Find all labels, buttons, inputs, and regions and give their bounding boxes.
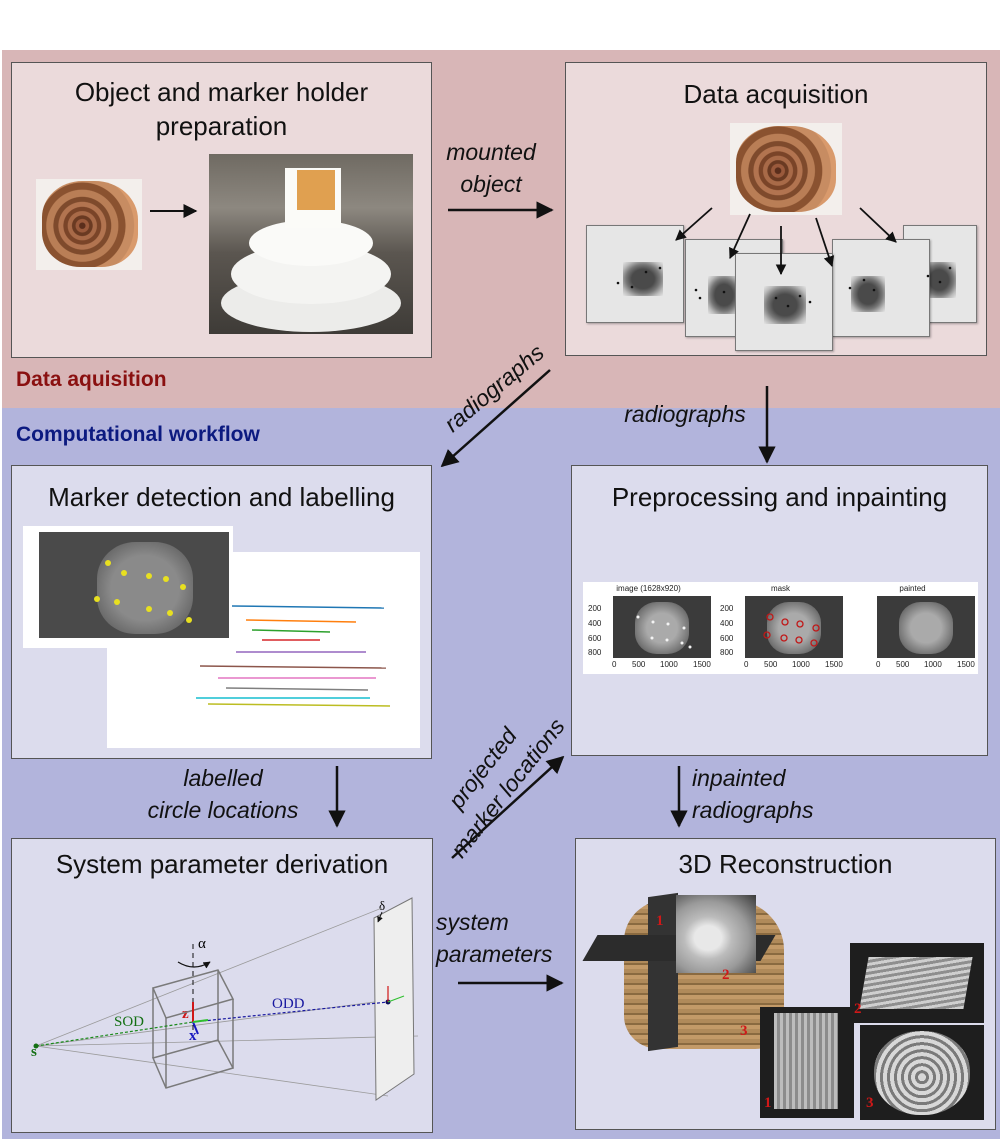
acq-title: Data acquisition — [683, 79, 869, 109]
radiograph-4 — [832, 239, 930, 337]
arrow-radiographs-diagonal — [440, 369, 551, 468]
mask-plot-title: mask — [770, 584, 791, 593]
recon-title: 3D Reconstruction — [678, 849, 893, 879]
mounted-object-label: mounted object — [446, 139, 536, 197]
radiograph-1 — [586, 225, 684, 323]
acq-arrow-4 — [815, 217, 835, 268]
tick-x-1500-a: 1500 — [693, 660, 711, 669]
x-label: x — [189, 1028, 197, 1044]
tick-y-600-a: 600 — [588, 634, 602, 643]
tick-x-0-c: 0 — [876, 660, 881, 669]
acq-arrow-2 — [729, 213, 751, 259]
detection-yellow-dots — [94, 560, 192, 623]
recon-number-3a: 3 — [740, 1023, 748, 1039]
tick-x-1500-c: 1500 — [957, 660, 975, 669]
prep-panel: Object and marker holder preparation — [11, 62, 432, 358]
image-plot: image (1628x920) — [583, 582, 714, 674]
recon-slice-2 — [850, 943, 984, 1023]
tick-y-400-b: 400 — [720, 619, 734, 628]
marker-panel: Marker detection and labelling — [11, 465, 432, 759]
radiograph-marker-dots — [616, 266, 952, 308]
recon-number-1b: 1 — [764, 1095, 772, 1111]
wood-photo — [36, 179, 142, 270]
image-plot-title: image (1628x920) — [616, 584, 681, 593]
computational-workflow-label: Computational workflow — [16, 423, 260, 446]
tick-x-1000-a: 1000 — [660, 660, 678, 669]
recon-panel: 3D Reconstruction 1 2 3 1 2 3 — [575, 838, 996, 1130]
wood-photo-acq — [730, 123, 842, 215]
geometry-diagram — [33, 897, 419, 1101]
acq-arrow-1 — [675, 207, 713, 241]
sysparam-panel: System parameter derivation — [11, 838, 433, 1133]
painted-plot: painted — [847, 582, 978, 674]
holder-photo — [209, 154, 413, 334]
tick-x-1000-b: 1000 — [792, 660, 810, 669]
tick-x-0-a: 0 — [612, 660, 617, 669]
tick-x-500-b: 500 — [764, 660, 778, 669]
recon-number-2a: 2 — [722, 967, 730, 983]
tick-y-400-a: 400 — [588, 619, 602, 628]
s-label: s — [31, 1044, 37, 1060]
tick-y-200-a: 200 — [588, 604, 602, 613]
odd-label: ODD — [272, 996, 305, 1012]
tick-x-500-c: 500 — [896, 660, 910, 669]
alpha-label: α — [198, 936, 206, 952]
tick-x-1000-c: 1000 — [924, 660, 942, 669]
inpainting-strip: image (1628x920) mask painted — [583, 582, 978, 674]
tick-x-500-a: 500 — [632, 660, 646, 669]
mask-plot: mask — [715, 582, 846, 674]
system-parameters-label: system parameters — [436, 909, 553, 967]
inpainted-radiographs-label: inpainted radiographs — [692, 765, 814, 823]
image-white-dots — [636, 615, 692, 649]
sysparam-title: System parameter derivation — [55, 849, 389, 879]
data-acquisition-label: Data aquisition — [16, 368, 167, 391]
tick-y-800-b: 800 — [720, 648, 734, 657]
detection-plot — [23, 526, 233, 648]
radiographs-right-label: radiographs — [624, 401, 746, 427]
recon-slice-3 — [860, 1025, 984, 1120]
z-label: z — [182, 1006, 189, 1022]
tick-y-200-b: 200 — [720, 604, 734, 613]
preproc-panel: Preprocessing and inpainting image (1628… — [571, 465, 988, 756]
sod-label: SOD — [114, 1014, 145, 1030]
prep-title: Object and marker holder preparation — [74, 77, 369, 141]
painted-plot-title: painted — [899, 584, 926, 593]
recon-slice-1 — [760, 1007, 854, 1118]
tick-y-800-a: 800 — [588, 648, 602, 657]
arrow-projected — [451, 755, 565, 859]
marker-title: Marker detection and labelling — [48, 482, 395, 512]
preproc-title: Preprocessing and inpainting — [611, 482, 948, 512]
tick-x-0-b: 0 — [744, 660, 749, 669]
labelled-circle-label: labelled circle locations — [147, 765, 299, 823]
mask-red-circles — [763, 613, 820, 647]
recon-number-2b: 2 — [854, 1001, 862, 1017]
recon-number-3b: 3 — [866, 1095, 874, 1111]
acq-arrow-5 — [859, 207, 897, 243]
marker-tracks — [196, 605, 391, 707]
delta-label: δ — [379, 898, 386, 913]
tick-x-1500-b: 1500 — [825, 660, 843, 669]
recon-number-1a: 1 — [656, 913, 664, 929]
recon-slice-back — [676, 895, 756, 973]
tick-y-600-b: 600 — [720, 634, 734, 643]
